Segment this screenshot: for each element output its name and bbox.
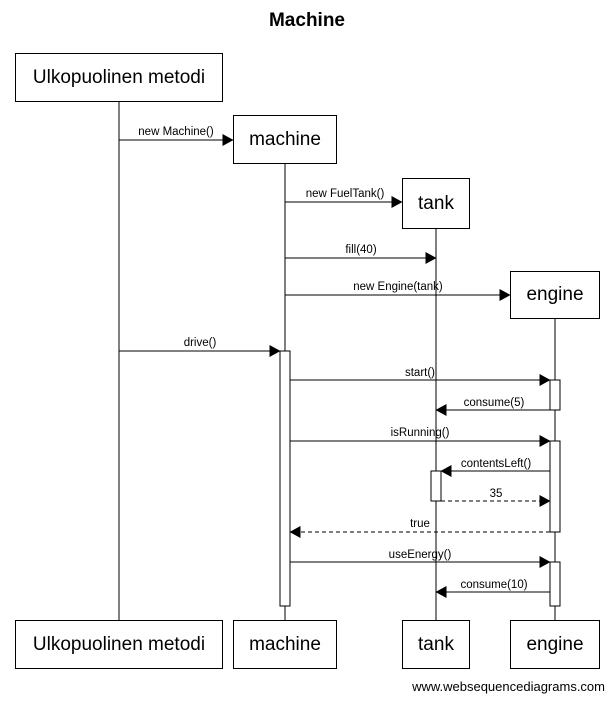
message-label: new Engine(tank) — [353, 281, 443, 293]
participant-tank-top: tank — [402, 178, 470, 229]
message-label: contentsLeft() — [461, 458, 531, 470]
message-label: start() — [405, 367, 435, 379]
message-useenergy: useEnergy() — [290, 549, 551, 568]
message-label: new FuelTank() — [306, 188, 385, 200]
participant-tank-bottom: tank — [402, 620, 470, 669]
message-label: consume(10) — [460, 579, 527, 591]
activation-engine-isrunning — [549, 440, 561, 533]
message-consume-5: consume(5) — [435, 397, 550, 416]
participant-outside-bottom: Ulkopuolinen metodi — [15, 620, 223, 669]
participant-outside-top: Ulkopuolinen metodi — [15, 53, 223, 102]
message-label: fill(40) — [345, 244, 376, 256]
message-drive: drive() — [119, 337, 281, 357]
message-return-35: 35 — [441, 488, 551, 507]
message-label: 35 — [490, 488, 503, 500]
message-contentsleft: contentsLeft() — [440, 458, 550, 477]
message-new-engine: new Engine(tank) — [285, 281, 511, 301]
activation-machine — [279, 350, 291, 607]
message-isrunning: isRunning() — [290, 427, 551, 447]
message-start: start() — [290, 367, 551, 386]
message-label: isRunning() — [391, 427, 450, 439]
message-return-true: true — [289, 518, 550, 538]
message-new-fueltank: new FuelTank() — [285, 188, 403, 208]
message-label: useEnergy() — [389, 549, 452, 561]
message-fill: fill(40) — [285, 244, 437, 264]
message-label: new Machine() — [138, 126, 214, 138]
participant-machine-top: machine — [233, 115, 337, 164]
participant-engine-top: engine — [510, 271, 600, 319]
activation-tank-contentsleft — [430, 470, 442, 502]
participant-engine-bottom: engine — [510, 620, 600, 669]
message-new-machine: new Machine() — [119, 126, 234, 146]
diagram-title: Machine — [268, 10, 346, 31]
footer-link[interactable]: www.websequencediagrams.com — [412, 679, 605, 694]
message-label: true — [410, 518, 430, 530]
message-label: consume(5) — [464, 397, 525, 409]
message-consume-10: consume(10) — [435, 579, 550, 598]
message-label: drive() — [184, 337, 217, 349]
activation-engine-start — [549, 379, 561, 411]
activation-engine-useenergy — [549, 561, 561, 607]
participant-machine-bottom: machine — [233, 620, 337, 669]
